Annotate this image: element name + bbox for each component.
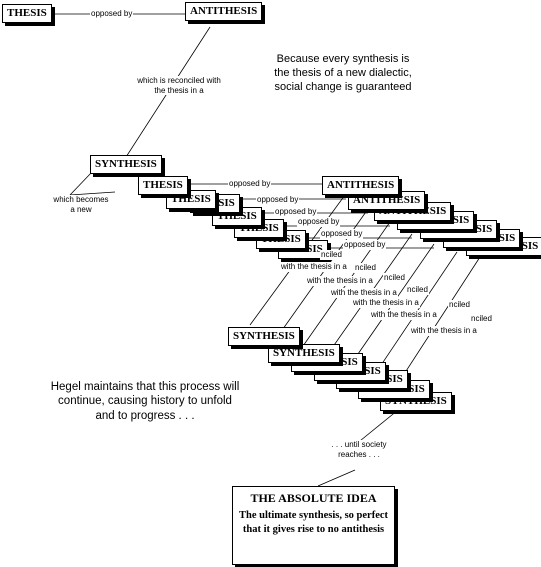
with-thesis-label: with the thesis in a <box>352 298 420 308</box>
opposed-by-label: opposed by <box>90 9 134 19</box>
opposed-by-label: opposed by <box>228 179 272 189</box>
thesis-node: THESIS <box>138 176 188 195</box>
synthesis-node: SYNTHESIS <box>228 327 300 346</box>
opposed-by-label: opposed by <box>297 217 341 227</box>
reconciled-label: nciled <box>406 285 429 295</box>
with-thesis-label: with the thesis in a <box>330 288 398 298</box>
with-thesis-label: with the thesis in a <box>280 262 348 272</box>
opposed-by-label: opposed by <box>343 240 387 250</box>
until-society-label: . . . until society reaches . . . <box>328 440 390 460</box>
synthesis-note: Because every synthesis is the thesis of… <box>274 53 412 93</box>
antithesis-node: ANTITHESIS <box>322 176 400 195</box>
reconciled-label: nciled <box>320 250 343 260</box>
opposed-by-label: opposed by <box>274 207 318 217</box>
which-becomes-label: which becomes a new <box>50 195 112 215</box>
reconciled-label: nciled <box>448 300 471 310</box>
synthesis-node: SYNTHESIS <box>90 155 162 174</box>
absolute-idea-description: The ultimate synthesis, so perfect that … <box>238 510 389 535</box>
absolute-idea-node: THE ABSOLUTE IDEA The ultimate synthesis… <box>232 486 395 565</box>
reconciled-label: which is reconciled with the thesis in a <box>136 76 222 96</box>
reconciled-label: nciled <box>470 314 493 324</box>
reconciled-label: nciled <box>383 273 406 283</box>
synthesis-node: SYNTHESIS <box>268 344 340 363</box>
with-thesis-label: with the thesis in a <box>410 326 478 336</box>
with-thesis-label: with the thesis in a <box>370 310 438 320</box>
thesis-node: THESIS <box>2 4 52 23</box>
absolute-idea-title: THE ABSOLUTE IDEA <box>250 491 377 505</box>
hegel-note: Hegel maintains that this process will c… <box>50 381 240 422</box>
reconciled-label: nciled <box>354 263 377 273</box>
antithesis-node: ANTITHESIS <box>185 2 263 21</box>
with-thesis-label: with the thesis in a <box>306 276 374 286</box>
opposed-by-label: opposed by <box>320 229 364 239</box>
opposed-by-label: opposed by <box>256 195 300 205</box>
